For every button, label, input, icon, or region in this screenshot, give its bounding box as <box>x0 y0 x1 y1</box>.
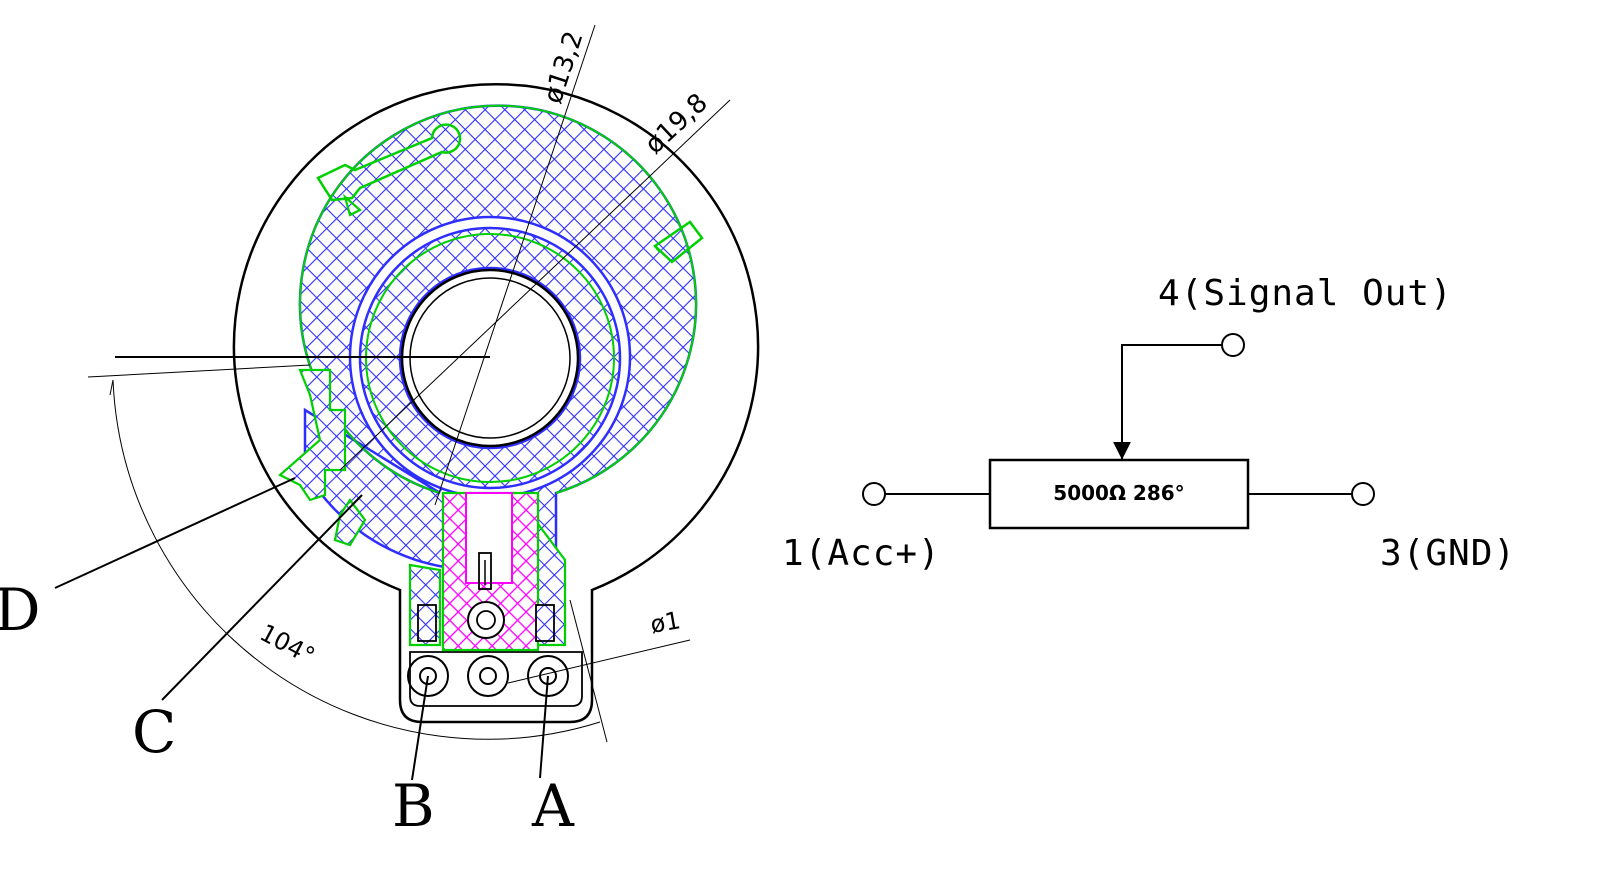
pin-middle <box>467 655 509 697</box>
label-acc-plus: 1(Acc+) <box>782 533 941 574</box>
pad-label-a: A <box>531 772 575 840</box>
pad-label-d: D <box>0 576 41 644</box>
pad-label-c: C <box>132 698 176 766</box>
dim-angle: 104° <box>255 619 319 671</box>
label-signal-out: 4(Signal Out) <box>1158 273 1453 314</box>
solder-patch-left <box>417 604 437 642</box>
terminal-tabs <box>316 123 704 264</box>
resistor-value: 5000Ω 286° <box>1053 481 1184 505</box>
dimension-lines <box>87 24 731 743</box>
inner-resistive-track <box>358 226 622 490</box>
terminal-3 <box>1351 482 1375 506</box>
schematic: 5000Ω 286° 4(Signal Out) 1(Acc+) 3(GND) <box>782 273 1516 574</box>
pin-b <box>407 655 449 697</box>
dim-hole-diameter: ø1 <box>648 606 682 639</box>
terminal-1 <box>862 482 886 506</box>
label-gnd: 3(GND) <box>1380 533 1516 574</box>
pcb-outline <box>232 82 760 724</box>
dim-inner-diameter: ø13,2 <box>538 28 589 107</box>
pad-label-b: B <box>392 772 435 840</box>
solder-patch-right <box>535 604 555 642</box>
dim-outer-diameter: ø19,8 <box>639 88 713 160</box>
wiper-contact <box>441 491 540 652</box>
terminal-4 <box>1221 333 1245 357</box>
resistor-body <box>988 458 1250 530</box>
pad-leaders <box>54 477 549 781</box>
